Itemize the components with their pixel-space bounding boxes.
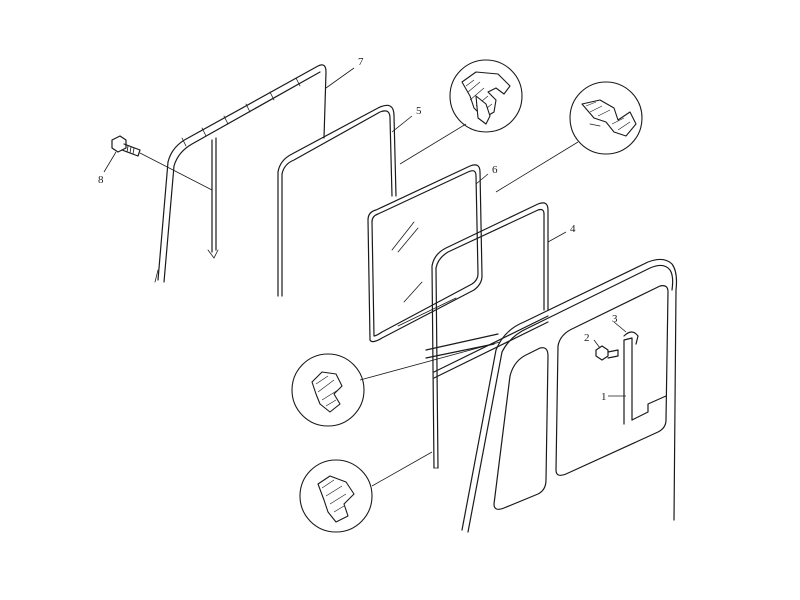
- cab-body-panel: [425, 258, 678, 533]
- callout-8: 8: [98, 174, 104, 186]
- detail-circle-right: [495, 81, 643, 193]
- leader-lines: [325, 67, 627, 397]
- part-2-screw: [595, 345, 619, 361]
- part-8-bolt: [103, 135, 213, 191]
- part-3-clip: [623, 331, 639, 345]
- part-4-inner-frame: [431, 202, 549, 469]
- callout-5: 5: [416, 105, 422, 117]
- callout-6: 6: [492, 164, 498, 176]
- callout-7: 7: [358, 56, 364, 68]
- part-6-glass: [367, 164, 483, 343]
- detail-circle-top: [399, 59, 523, 165]
- detail-circle-mid: [291, 341, 501, 427]
- detail-circle-bottom: [299, 451, 433, 533]
- callout-4: 4: [570, 223, 576, 235]
- callout-3: 3: [612, 313, 618, 325]
- callout-1: 1: [601, 391, 607, 403]
- callout-2: 2: [584, 332, 590, 344]
- part-5-seal: [277, 104, 397, 297]
- part-7-frame: [154, 64, 327, 283]
